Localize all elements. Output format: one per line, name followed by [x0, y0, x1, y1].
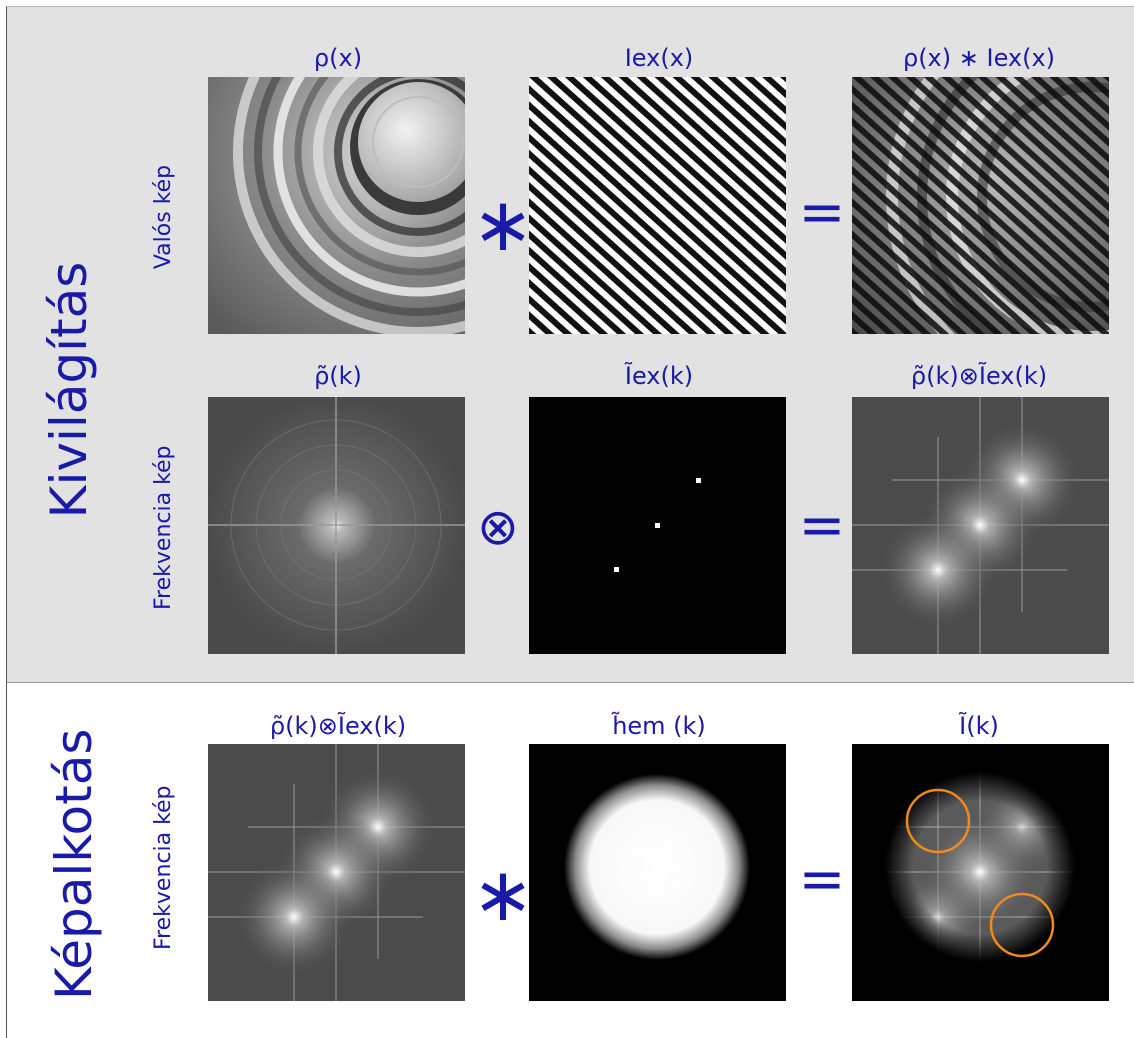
- fourier-rho-panel: [208, 397, 465, 654]
- multiply-operator-bottom: ∗: [472, 852, 535, 938]
- real-image-rho-panel: [208, 77, 465, 334]
- illumination-pattern-panel: [529, 77, 786, 334]
- label-conv-k: ρ̃(k)⊗Ĩex(k): [910, 362, 1048, 390]
- multiply-operator-top: ∗: [472, 182, 535, 268]
- label-product: ρ(x) ∗ Iex(x): [902, 44, 1056, 72]
- label-hem-k: h̃em (k): [612, 712, 706, 740]
- equals-operator-mid: =: [798, 493, 846, 558]
- label-conv-k-bottom: ρ̃(k)⊗Ĩex(k): [269, 712, 407, 740]
- label-rho-x: ρ(x): [313, 44, 363, 72]
- final-spectrum-panel: [852, 744, 1109, 1001]
- equals-operator-bottom: =: [798, 847, 846, 912]
- illumination-title: Kivilágítás: [40, 261, 98, 519]
- row-label-frequency: Frekvencia kép: [151, 445, 176, 610]
- convolution-result-bottom-panel: [208, 744, 465, 1001]
- product-image-panel: [852, 77, 1109, 334]
- row-label-real: Valós kép: [151, 164, 176, 270]
- label-rho-k: ρ̃(k): [314, 362, 362, 390]
- emission-otf-panel: [529, 744, 786, 1001]
- fourier-illumination-panel: [529, 397, 786, 654]
- label-iex-k: Ĩex(k): [624, 362, 694, 390]
- convolve-operator: ⊗: [477, 498, 519, 556]
- highlight-circle-upper: [905, 788, 971, 854]
- equals-operator-top: =: [798, 180, 846, 245]
- highlight-circle-lower: [989, 892, 1055, 958]
- label-iex-x: Iex(x): [624, 44, 694, 72]
- convolution-result-panel: [852, 397, 1109, 654]
- imaging-title: Képalkotás: [45, 728, 103, 1000]
- row-label-frequency-bottom: Frekvencia kép: [151, 785, 176, 950]
- label-i-k: Ĩ(k): [959, 712, 999, 740]
